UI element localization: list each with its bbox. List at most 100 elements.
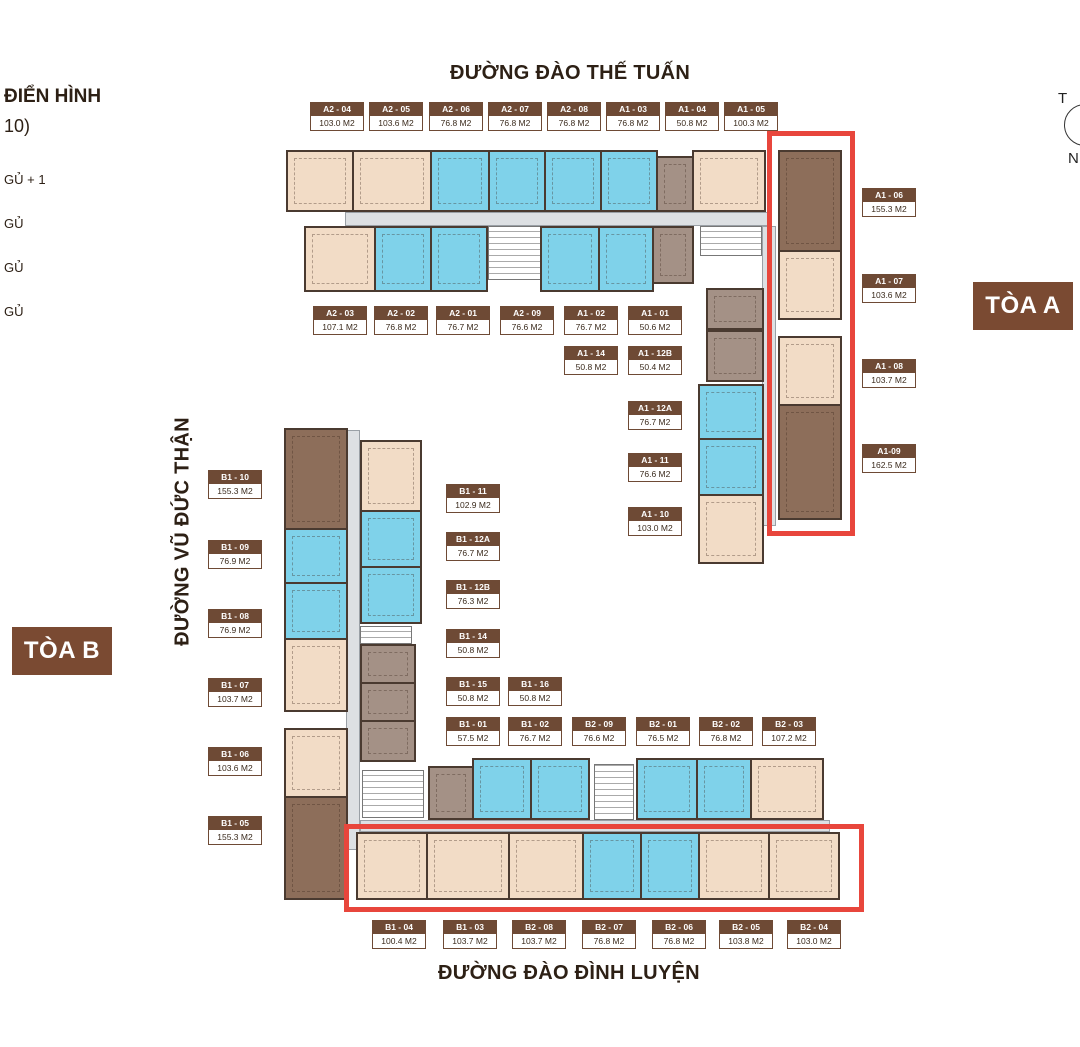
unit-a1-02[interactable] (598, 226, 654, 292)
unit-b1-02[interactable] (472, 758, 532, 820)
tower-b-core-north (360, 626, 412, 644)
unit-b2-08[interactable] (508, 832, 584, 900)
unit-b1-01[interactable] (428, 766, 474, 820)
street-top-label: ĐƯỜNG ĐÀO THẾ TUẤN (450, 62, 691, 84)
tower-a-core-east (700, 226, 762, 256)
unit-a1-03[interactable] (600, 150, 658, 212)
unit-b2-03[interactable] (750, 758, 824, 820)
tower-b-label: TÒA B (12, 627, 112, 675)
unit-b2-09[interactable] (530, 758, 590, 820)
unit-b1-05[interactable] (284, 796, 348, 900)
compass-icon (1064, 104, 1080, 146)
unit-a1-11[interactable] (698, 438, 764, 496)
unit-b1-12a[interactable] (360, 510, 422, 568)
unit-b1-08[interactable] (284, 582, 348, 640)
unit-a1-05[interactable] (692, 150, 766, 212)
unit-b1-07[interactable] (284, 638, 348, 712)
unit-b1-09[interactable] (284, 528, 348, 584)
legend-item-2: GỦ (4, 216, 24, 231)
tower-b-core-east (594, 764, 634, 820)
tower-a-corridor-top (345, 212, 770, 226)
unit-b2-02[interactable] (696, 758, 752, 820)
legend-item-1: GỦ + 1 (4, 172, 46, 187)
unit-a2-08[interactable] (544, 150, 602, 212)
unit-a1-07[interactable] (778, 250, 842, 320)
unit-b1-12b[interactable] (360, 566, 422, 624)
unit-b2-07[interactable] (582, 832, 642, 900)
street-left-label: ĐƯỜNG VŨ ĐỨC THẬN (171, 417, 194, 646)
unit-a2-09[interactable] (540, 226, 600, 292)
unit-b1-14[interactable] (360, 644, 416, 684)
unit-a2-02[interactable] (374, 226, 432, 292)
unit-a2-01[interactable] (430, 226, 488, 292)
compass-top-letter: T (1058, 90, 1068, 107)
unit-b1-11[interactable] (360, 440, 422, 512)
unit-a2-07[interactable] (488, 150, 546, 212)
unit-b1-06[interactable] (284, 728, 348, 798)
unit-b1-16[interactable] (360, 720, 416, 762)
unit-a1-10[interactable] (698, 494, 764, 564)
unit-a2-06[interactable] (430, 150, 490, 212)
unit-a2-05[interactable] (352, 150, 432, 212)
unit-a1-04[interactable] (656, 156, 694, 212)
unit-b2-06[interactable] (640, 832, 700, 900)
unit-a1-12b[interactable] (706, 330, 764, 382)
unit-a1-14[interactable] (706, 288, 764, 330)
compass-bottom-letter: N (1068, 150, 1079, 167)
unit-a1-12a[interactable] (698, 384, 764, 440)
legend-item-4: GỦ (4, 304, 24, 319)
unit-b1-15[interactable] (360, 682, 416, 722)
tower-a-highlight (767, 131, 855, 536)
unit-a1-09[interactable] (778, 404, 842, 520)
unit-a1-01[interactable] (652, 226, 694, 284)
tower-b-core-west (362, 770, 424, 818)
unit-b2-01[interactable] (636, 758, 698, 820)
unit-a2-03[interactable] (304, 226, 376, 292)
unit-b1-10[interactable] (284, 428, 348, 530)
unit-a1-06[interactable] (778, 150, 842, 252)
unit-b2-04[interactable] (768, 832, 840, 900)
unit-b1-04[interactable] (356, 832, 428, 900)
unit-a2-04[interactable] (286, 150, 354, 212)
street-bottom-label: ĐƯỜNG ĐÀO ĐÌNH LUYỆN (438, 962, 700, 984)
